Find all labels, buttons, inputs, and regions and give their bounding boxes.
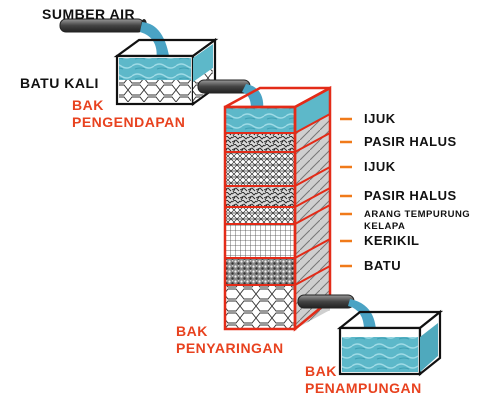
tower-layer-side-3 <box>295 167 330 207</box>
basin-water <box>119 58 191 80</box>
storage-label-line1: BAK <box>305 363 337 379</box>
tank-water <box>342 337 418 372</box>
layer-label-2: PASIR HALUS <box>364 134 457 149</box>
layer-divider <box>225 187 331 208</box>
sedimentation-label-line2: PENGENDAPAN <box>72 114 185 130</box>
layer-label-1: IJUK <box>364 111 396 126</box>
tower-layer-4 <box>225 207 295 224</box>
tower-layer-7 <box>225 285 295 329</box>
outlet-water-flow <box>348 299 376 330</box>
outlet-pipe <box>297 294 355 309</box>
river-stone-label: BATU KALI <box>20 75 99 91</box>
filtration-tower <box>223 85 332 332</box>
layer-divider <box>225 132 331 153</box>
layer-label-3: IJUK <box>364 159 396 174</box>
source-label: SUMBER AIR <box>42 6 135 22</box>
filtration-label-line1: BAK <box>176 323 208 339</box>
tower-layers <box>225 114 330 329</box>
layer-divider <box>225 204 331 225</box>
layer-divider <box>225 265 331 286</box>
tower-layer-5 <box>225 224 295 258</box>
tower-layer-side-2 <box>295 133 330 186</box>
tower-layer-1 <box>225 133 295 152</box>
tower-layer-side-1 <box>295 114 330 152</box>
layer-labels: IJUK PASIR HALUS IJUK PASIR HALUS ARANG TEMP… <box>340 111 470 273</box>
basin-stones <box>119 80 191 102</box>
layer-label-7: BATU <box>364 258 401 273</box>
tower-layer-6 <box>225 258 295 285</box>
transfer-pipe <box>197 79 251 94</box>
tower-water-layer <box>225 107 295 133</box>
filtration-label-line2: PENYARINGAN <box>176 340 284 356</box>
tower-layer-2 <box>225 152 295 186</box>
layer-label-5-line2: KELAPA <box>364 221 405 232</box>
layer-divider <box>225 166 331 187</box>
layer-label-4: PASIR HALUS <box>364 188 457 203</box>
tower-layer-side-4 <box>295 188 330 224</box>
storage-label-line2: PENAMPUNGAN <box>305 380 422 396</box>
layer-label-5-line1: ARANG TEMPURUNG <box>364 209 470 220</box>
tower-layer-side-5 <box>295 205 330 258</box>
tower-layer-3 <box>225 186 295 207</box>
storage-tank <box>336 309 444 377</box>
tower-layer-side-6 <box>295 239 330 285</box>
layer-divider <box>225 113 331 134</box>
layer-label-6: KERIKIL <box>364 233 420 248</box>
sedimentation-label-line1: BAK <box>72 97 104 113</box>
layer-divider <box>225 238 331 259</box>
water-flow-stream <box>140 22 170 62</box>
